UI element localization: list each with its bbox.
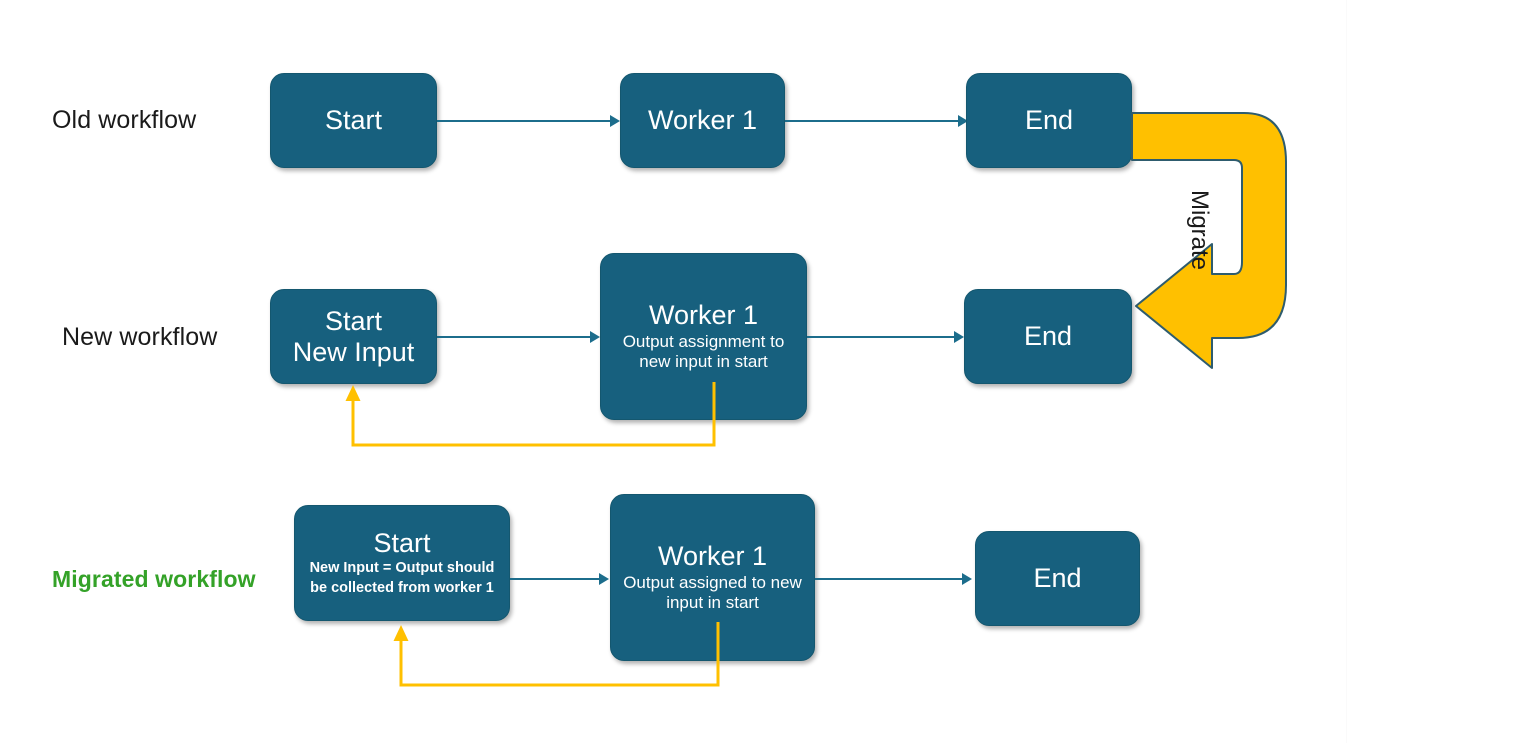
node-new-end-title: End: [1023, 321, 1073, 352]
feedback-loop-migrated-workflow: [388, 622, 788, 702]
connector-new-start-to-worker-arrowhead: [590, 331, 600, 343]
node-new-start-title: Start: [324, 305, 383, 336]
node-migrated-worker-1-title: Worker 1: [657, 541, 768, 572]
connector-migrated-start-to-worker-arrowhead: [599, 573, 609, 585]
connector-old-start-to-worker: [437, 120, 617, 122]
node-new-start[interactable]: Start New Input: [270, 289, 437, 384]
connector-migrated-start-to-worker: [510, 578, 604, 580]
feedback-loop-new-workflow: [340, 382, 740, 462]
connector-migrated-worker-to-end: [815, 578, 967, 580]
row-label-migrated-workflow: Migrated workflow: [52, 566, 256, 592]
node-new-worker-1[interactable]: Worker 1 Output assignment to new input …: [600, 253, 807, 420]
connector-new-start-to-worker: [437, 336, 595, 338]
node-old-end-title: End: [1024, 105, 1074, 136]
migrate-arrow-label: Migrate: [1186, 190, 1213, 271]
node-old-start-title: Start: [324, 105, 383, 136]
node-new-start-subtitle: New Input: [292, 337, 415, 367]
connector-migrated-worker-to-end-arrowhead: [962, 573, 972, 585]
node-new-worker-1-title: Worker 1: [648, 300, 759, 331]
node-migrated-start-title: Start: [373, 527, 431, 558]
node-migrated-end[interactable]: End: [975, 531, 1140, 626]
connector-old-worker-to-end: [785, 120, 965, 122]
connector-old-start-to-worker-arrowhead: [610, 115, 620, 127]
node-migrated-start[interactable]: Start New Input = Output should be colle…: [294, 505, 510, 621]
node-migrated-worker-1[interactable]: Worker 1 Output assigned to new input in…: [610, 494, 815, 661]
node-old-end[interactable]: End: [966, 73, 1132, 168]
row-label-old-workflow: Old workflow: [52, 106, 197, 134]
migrate-arrow[interactable]: [1126, 110, 1306, 390]
node-migrated-end-title: End: [1033, 563, 1082, 594]
connector-new-worker-to-end: [807, 336, 959, 338]
node-old-worker-1[interactable]: Worker 1: [620, 73, 785, 168]
row-label-new-workflow: New workflow: [62, 323, 218, 351]
node-new-worker-1-subtitle: Output assignment to new input in start: [622, 331, 785, 372]
connector-old-worker-to-end-arrowhead: [958, 115, 968, 127]
node-migrated-start-subtitle: New Input = Output should be collected f…: [309, 560, 495, 596]
node-migrated-worker-1-subtitle: Output assigned to new input in start: [623, 572, 802, 613]
node-new-end[interactable]: End: [964, 289, 1132, 384]
connector-new-worker-to-end-arrowhead: [954, 331, 964, 343]
slide-edge: [1346, 0, 1347, 743]
node-old-worker-1-title: Worker 1: [647, 105, 758, 136]
node-old-start[interactable]: Start: [270, 73, 437, 168]
